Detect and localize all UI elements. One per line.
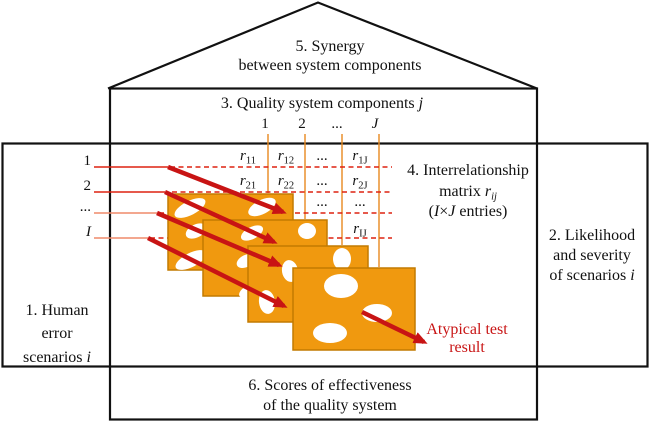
- components-band-label-var: j: [417, 95, 424, 112]
- house-box: [108, 87, 539, 421]
- column-label-1: 1: [261, 116, 269, 132]
- row-label-ellipsis: ...: [80, 199, 91, 215]
- matrix-cell-rIJ: rIJ: [353, 221, 366, 240]
- cheese-hole: [324, 274, 358, 298]
- matrix-cell-r12: r12: [278, 148, 294, 167]
- matrix-section-label-line1: 4. Interrelationship: [407, 162, 529, 179]
- matrix-cell-r22: r22: [278, 173, 294, 192]
- cheese-hole: [333, 248, 351, 270]
- matrix-cell-r1J: r1J: [352, 148, 367, 167]
- row-label-1: 1: [84, 153, 92, 169]
- human-error-label-line3: scenarios i: [23, 349, 91, 366]
- roof-label-line1: 5. Synergy: [295, 38, 364, 55]
- atypical-label-line2: result: [449, 339, 485, 356]
- error-arrow-4: [146, 235, 288, 309]
- likelihood-label-line1: 2. Likelihood: [549, 227, 635, 244]
- matrix-cell-r21: r21: [240, 173, 256, 192]
- roof-outline: [107, 1, 538, 90]
- error-arrow-1: [167, 164, 287, 215]
- matrix-cell-r11: r11: [240, 148, 256, 167]
- matrix-cell-r1dots: ...: [316, 148, 327, 164]
- row-label-I: I: [85, 224, 92, 240]
- error-arrow-3: [156, 210, 283, 268]
- effectiveness-label-line2: of the quality system: [263, 397, 397, 414]
- outer-band-rect: [1, 142, 649, 368]
- row-label-2: 2: [84, 178, 92, 194]
- matrix-cell-r2J: r2J: [352, 173, 367, 192]
- cheese-hole: [174, 198, 206, 218]
- components-band-label: 3. Quality system components j: [221, 95, 424, 112]
- effectiveness-label-line1: 6. Scores of effectiveness: [248, 377, 411, 394]
- column-label-ellipsis: ...: [331, 116, 342, 132]
- human-error-label-line2: error: [41, 325, 73, 342]
- atypical-label-line1: Atypical test: [426, 321, 508, 338]
- matrix-section-label-line3: (I×J entries): [429, 203, 508, 220]
- likelihood-label-line2: and severity: [553, 247, 631, 264]
- likelihood-label-line3: of scenarios i: [549, 267, 634, 284]
- matrix-section-label-line2: matrix rij: [439, 183, 497, 203]
- cheese-hole: [298, 223, 316, 239]
- error-arrow-2: [164, 189, 278, 245]
- matrix-cell-dots-a: ...: [316, 194, 327, 210]
- roof-label-line2: between system components: [238, 57, 421, 74]
- cheese-slice-4: [292, 267, 416, 351]
- column-label-J: J: [372, 116, 380, 132]
- matrix-cell-r2dots: ...: [316, 173, 327, 189]
- atypical-result-arrow: [361, 309, 428, 345]
- cheese-hole: [248, 197, 276, 217]
- matrix-cell-dots-b: ...: [354, 194, 365, 210]
- components-band-label-main: 3. Quality system components: [221, 95, 419, 112]
- column-label-2: 2: [298, 116, 306, 132]
- human-error-label-line1: 1. Human: [25, 302, 88, 319]
- cheese-hole: [313, 323, 347, 343]
